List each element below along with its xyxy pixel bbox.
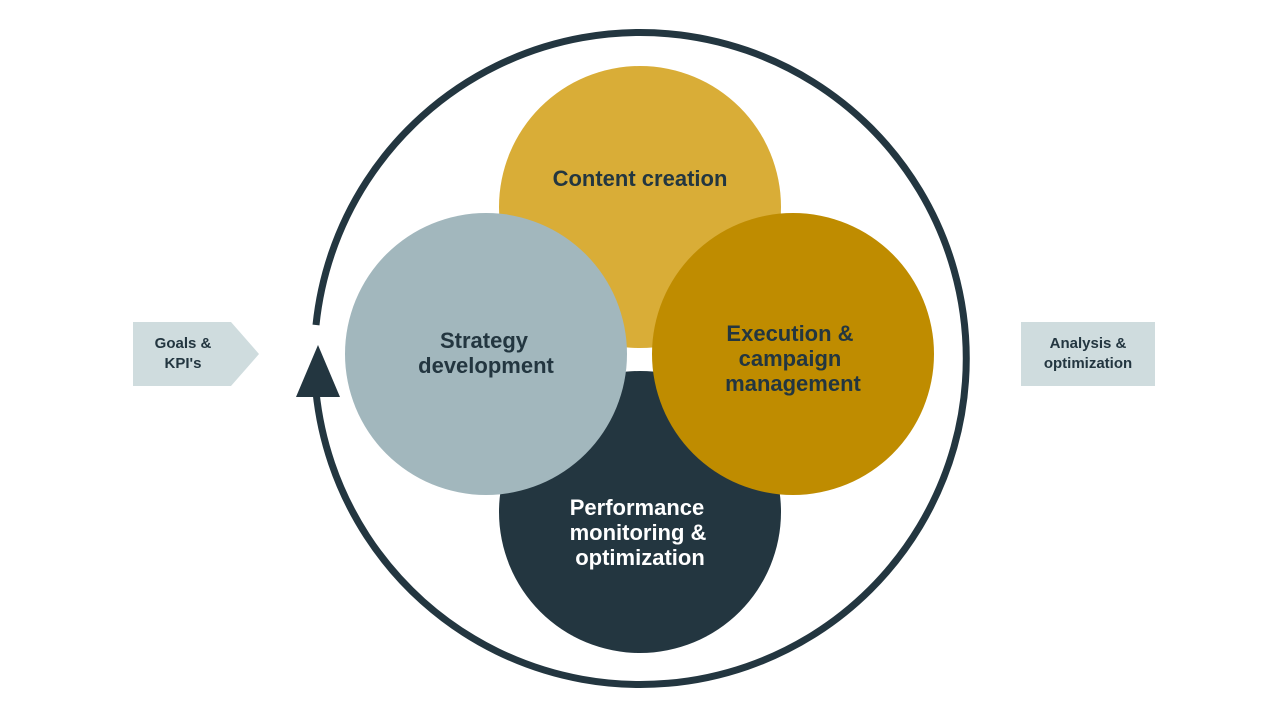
goals-kpis-line1: Goals &: [155, 335, 212, 352]
cycle-arrow-head-icon: [296, 345, 340, 397]
strategy-label-line2: development: [418, 353, 554, 378]
execution-label-line2: campaign: [739, 346, 842, 371]
performance-label-line1: Performance: [570, 495, 705, 520]
execution-label-line3: management: [725, 371, 861, 396]
strategy-circle: [345, 213, 627, 495]
goals-kpis-line2: KPI's: [165, 355, 202, 372]
content-creation-label: Content creation: [553, 166, 728, 191]
analysis-optimization-line2: optimization: [1044, 355, 1132, 372]
analysis-optimization-tag-shape: [1021, 322, 1155, 386]
cycle-ring: [312, 29, 970, 688]
performance-label-line3: optimization: [575, 545, 705, 570]
strategy-label-line1: Strategy: [440, 328, 529, 353]
analysis-optimization-tag: Analysis & optimization: [1021, 322, 1155, 386]
performance-label-line2: monitoring &: [570, 520, 707, 545]
execution-label-line1: Execution &: [726, 321, 853, 346]
goals-kpis-tag-shape: [133, 322, 259, 386]
execution-circle: [652, 213, 934, 495]
goals-kpis-tag: Goals & KPI's: [133, 322, 259, 386]
analysis-optimization-line1: Analysis &: [1050, 335, 1127, 352]
